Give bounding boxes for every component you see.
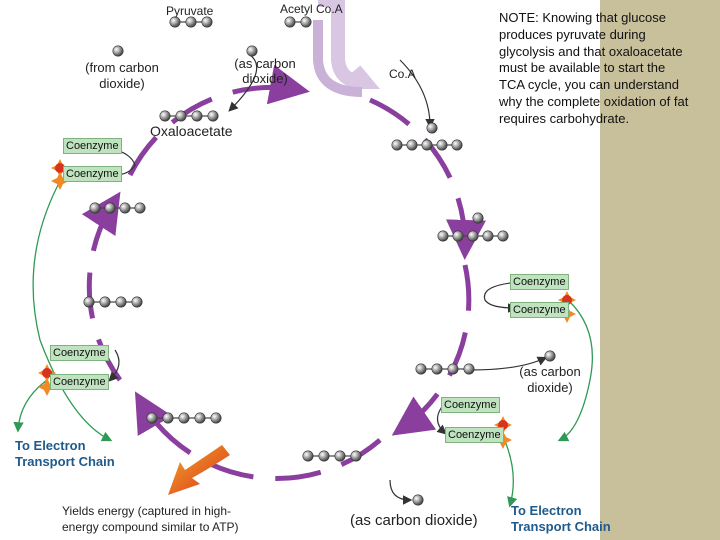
carbon-atom [412, 494, 424, 506]
carbon-atom [131, 296, 143, 308]
oxaloacetate-label: Oxaloacetate [150, 123, 233, 139]
carbon-atom [210, 412, 222, 424]
carbon-atom [406, 139, 418, 151]
as-carbon-dioxide-label-right: (as carbon dioxide) [519, 364, 581, 395]
carbon-atom [191, 110, 203, 122]
carbon-atom [463, 363, 475, 375]
carbon-atom [178, 412, 190, 424]
carbon-atom [162, 412, 174, 424]
carbon-atom [431, 363, 443, 375]
carbon-atom [447, 363, 459, 375]
carbon-atom [436, 139, 448, 151]
carbon-atom [99, 296, 111, 308]
carbon-atom [497, 230, 509, 242]
carbon-atom [159, 110, 171, 122]
carbon-atom [119, 202, 131, 214]
etc-line2: Transport Chain [511, 519, 611, 534]
etc-line2: Transport Chain [15, 454, 115, 469]
carbon-atom [302, 450, 314, 462]
carbon-atom [185, 16, 197, 28]
yields-energy-label: Yields energy (captured in high- energy … [62, 503, 239, 535]
carbon-atom [318, 450, 330, 462]
carbon-atom [115, 296, 127, 308]
yields-line1: Yields energy (captured in high- [62, 504, 231, 518]
carbon-atom [472, 212, 484, 224]
carbon-atom [134, 202, 146, 214]
carbon-atom [169, 16, 181, 28]
carbon-atom [175, 110, 187, 122]
carbon-atom [452, 230, 464, 242]
coenzyme-box: Coenzyme [50, 374, 109, 390]
coenzyme-box: Coenzyme [441, 397, 500, 413]
carbon-atom [146, 412, 158, 424]
carbon-atom [437, 230, 449, 242]
coenzyme-box: Coenzyme [510, 274, 569, 290]
pyruvate-label: Pyruvate [166, 4, 214, 18]
carbon-atom [112, 45, 124, 57]
etc-line1: To Electron [15, 438, 86, 453]
note-text: NOTE: Knowing that glucose produces pyru… [499, 10, 689, 126]
as-carbon-dioxide-label-bottom: (as carbon dioxide) [350, 512, 478, 529]
to-electron-transport-chain-left: To Electron Transport Chain [15, 438, 115, 470]
carbon-atom [89, 202, 101, 214]
molecule-chains [83, 16, 556, 506]
carbon-atom [415, 363, 427, 375]
carbon-atom [350, 450, 362, 462]
carbon-atom [482, 230, 494, 242]
carbon-atom [426, 122, 438, 134]
carbon-atom [421, 139, 433, 151]
carbon-atom [246, 45, 258, 57]
carbon-atom [391, 139, 403, 151]
etc-line1: To Electron [511, 503, 582, 518]
cycle-ring [81, 64, 486, 482]
acetyl-coa-label: Acetyl Co.A [280, 2, 343, 16]
acetyl-coa-pathway [318, 0, 380, 89]
carbon-atom [284, 16, 296, 28]
as-carbon-dioxide-label-top: (as carbon dioxide) [234, 56, 296, 86]
yields-line2: energy compound similar to ATP) [62, 520, 239, 534]
carbon-atom [201, 16, 213, 28]
carbon-atom [207, 110, 219, 122]
coa-label: Co.A [389, 67, 416, 81]
coenzyme-box: Coenzyme [63, 138, 122, 154]
coenzyme-box: Coenzyme [510, 302, 569, 318]
carbon-atom [194, 412, 206, 424]
coenzyme-box: Coenzyme [63, 166, 122, 182]
from-carbon-dioxide-label: (from carbon dioxide) [85, 60, 159, 91]
carbon-atom [334, 450, 346, 462]
energy-arrow [168, 445, 230, 495]
coenzyme-box: Coenzyme [445, 427, 504, 443]
carbon-atom [467, 230, 479, 242]
carbon-atom [83, 296, 95, 308]
carbon-atom [451, 139, 463, 151]
carbon-atom [104, 202, 116, 214]
to-electron-transport-chain-right: To Electron Transport Chain [511, 503, 611, 535]
carbon-atom [544, 350, 556, 362]
carbon-atom [300, 16, 312, 28]
coenzyme-box: Coenzyme [50, 345, 109, 361]
